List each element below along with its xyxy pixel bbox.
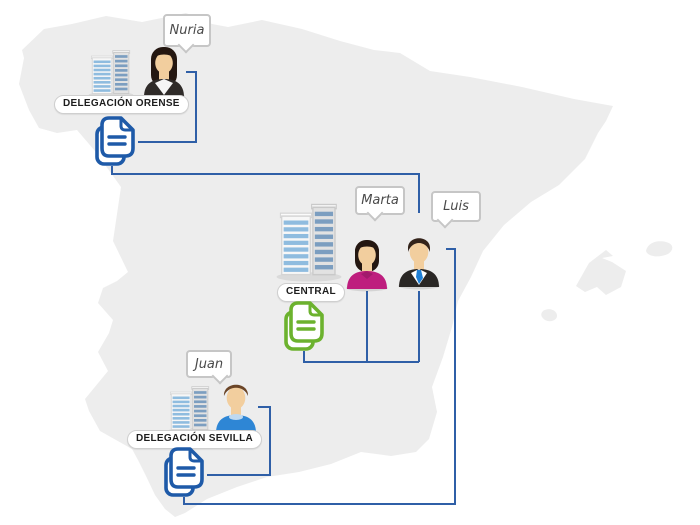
site-label-sevilla: DELEGACIÓN SEVILLA [127,430,263,449]
speech-bubble-nuria: Nuria [163,14,211,54]
avatar-juan [215,384,257,436]
central-building-icon [275,203,343,282]
sevilla-document-icon [161,447,207,502]
mallorca-island [576,250,626,295]
person-name-nuria: Nuria [169,23,205,38]
site-label-central: CENTRAL [277,283,345,302]
connector-orense-doc-to-luis [111,166,420,213]
sevilla-building-icon [167,386,213,434]
speech-bubble-juan: Juan [186,350,232,385]
connector-juan-to-sevilla-doc [207,406,271,476]
connector-nuria-to-orense-doc [138,71,197,143]
ibiza-island [541,309,558,322]
avatar-marta [346,240,388,292]
orense-building-icon [88,50,134,98]
connector-luis-to-sevilla-doc [183,248,456,505]
central-document-icon [281,301,327,356]
avatar-luis [398,238,440,290]
person-name-juan: Juan [194,356,224,372]
site-label-orense: DELEGACIÓN ORENSE [54,95,189,114]
speech-bubble-luis: Luis [431,191,481,229]
person-name-luis: Luis [443,199,469,214]
speech-bubble-marta: Marta [355,186,405,222]
connector-marta-luis-to-central-doc [303,291,420,363]
orense-document-icon [92,116,138,171]
menorca-island [646,241,673,257]
person-name-marta: Marta [361,193,399,208]
